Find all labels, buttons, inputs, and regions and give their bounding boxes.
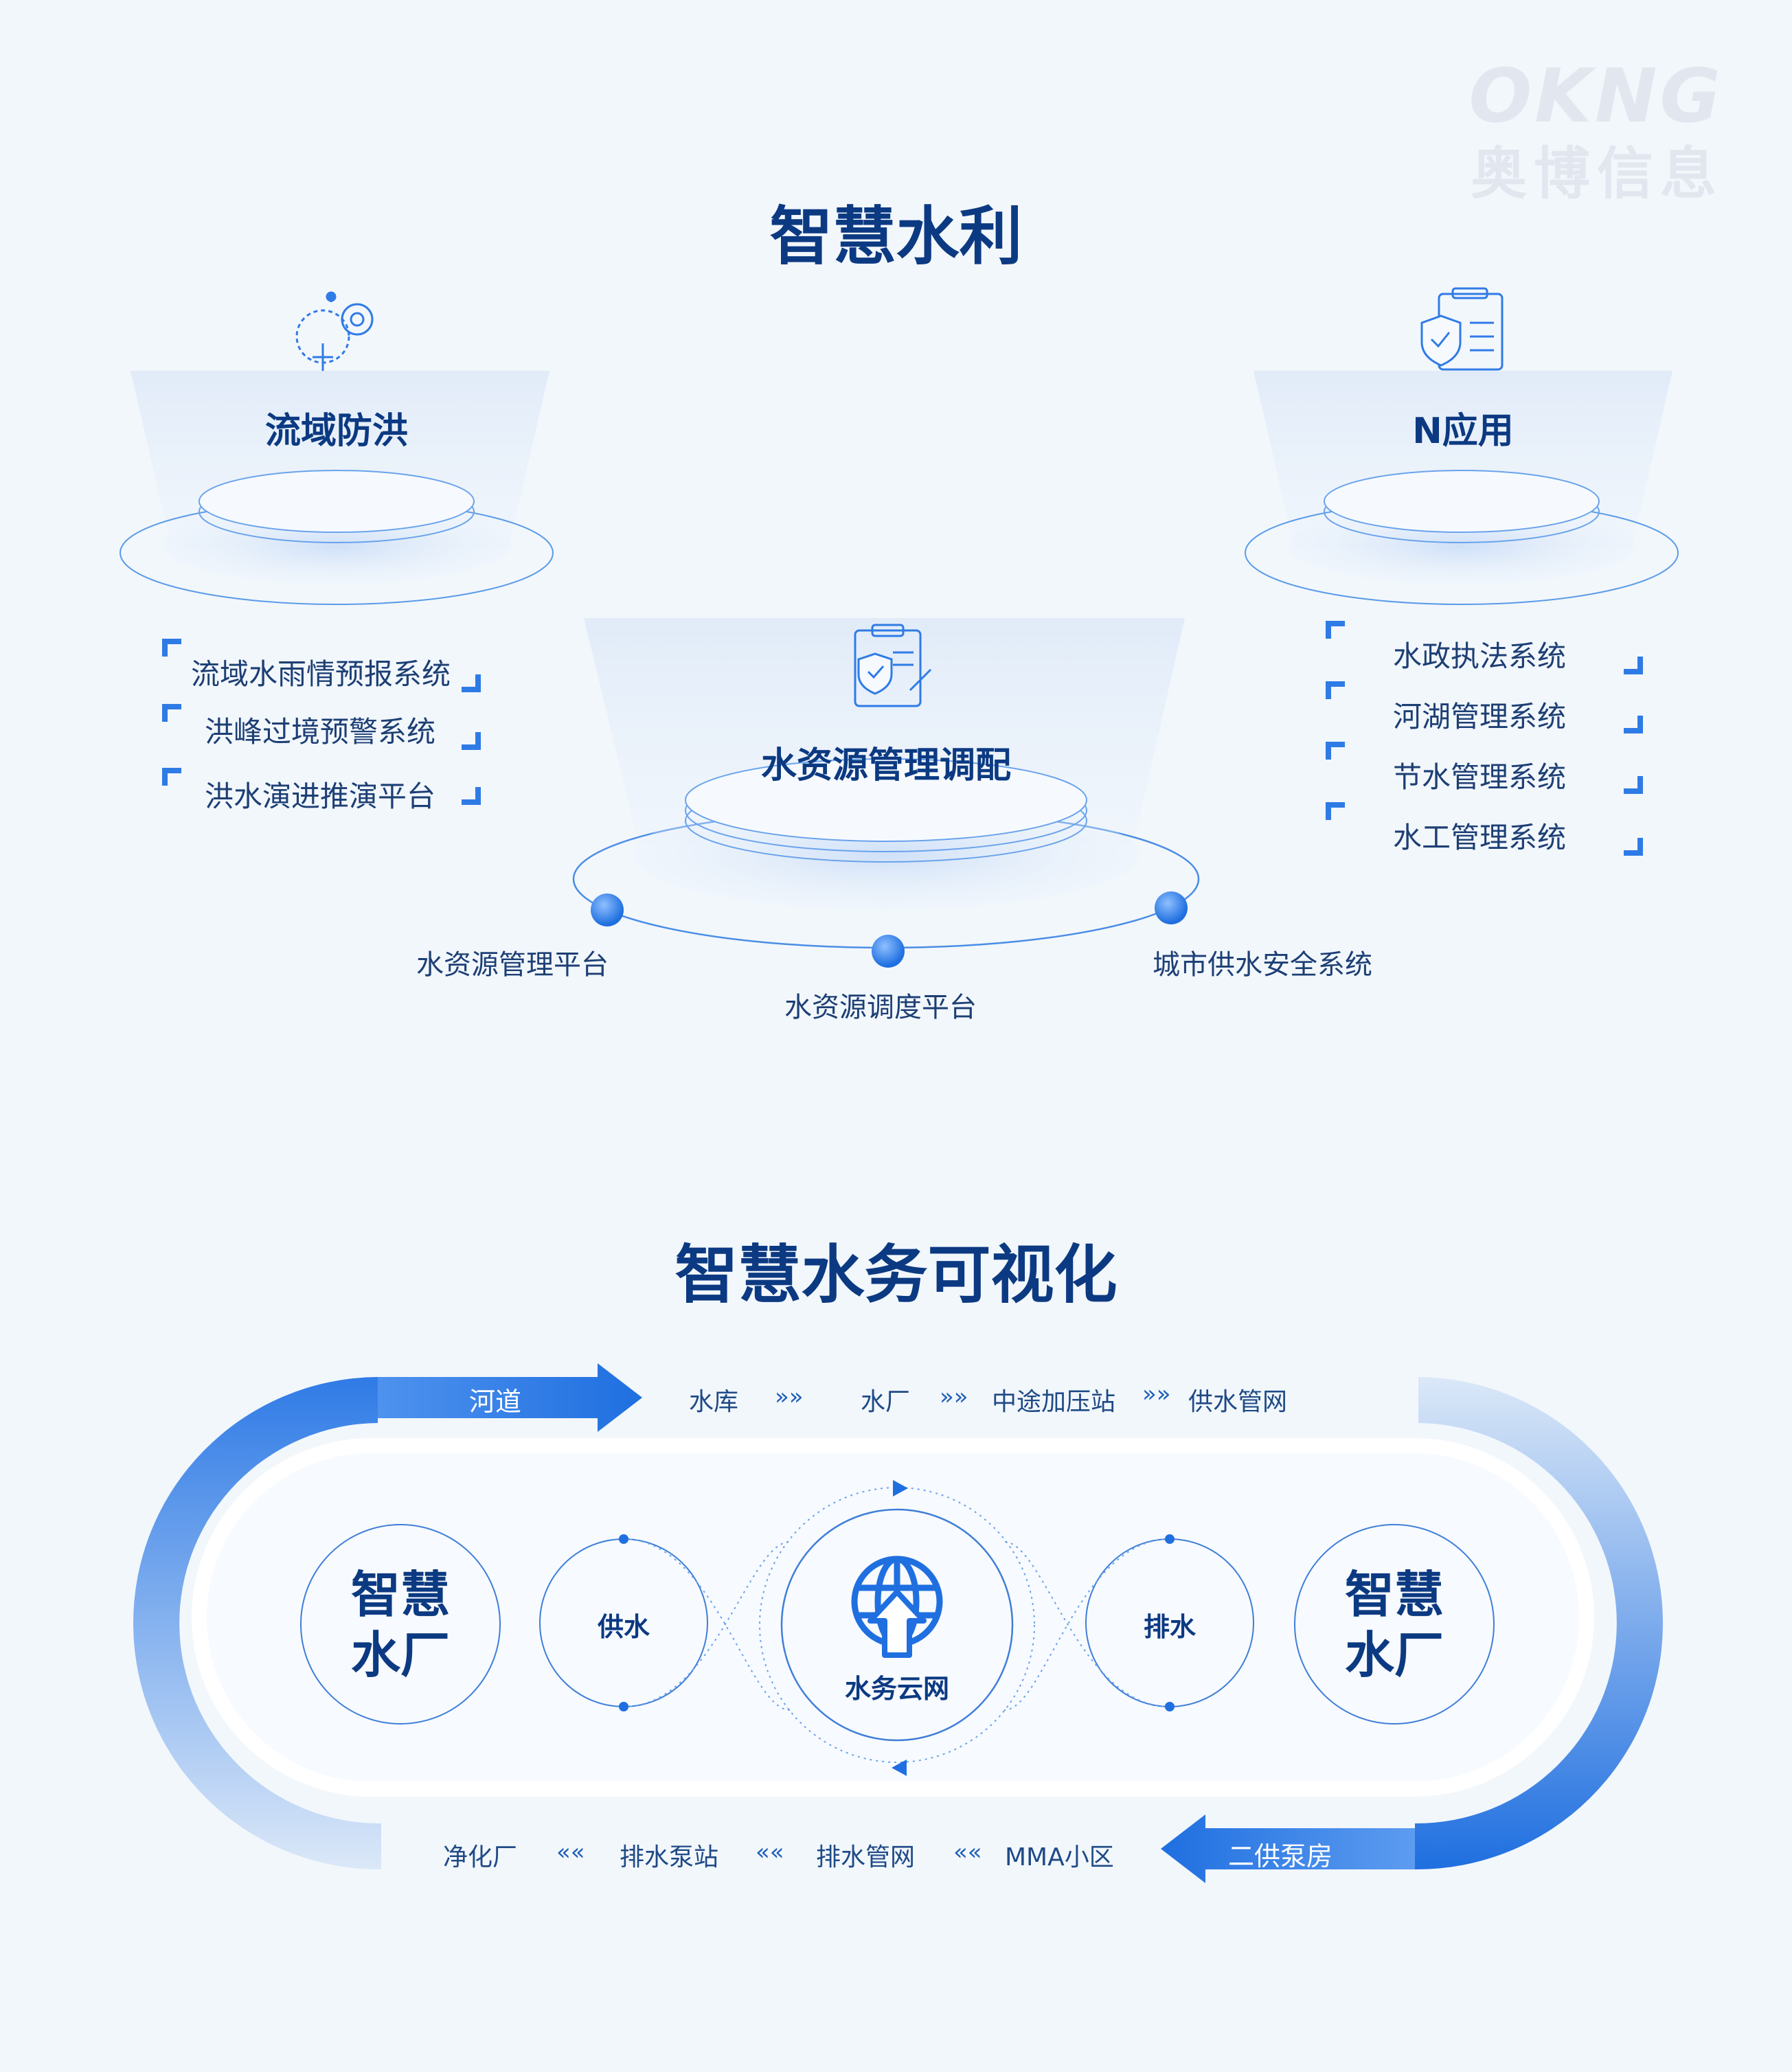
top-flow-item: 供水管网 — [1188, 1382, 1287, 1418]
drain-label: 排水 — [1128, 1606, 1211, 1643]
flow-chevron: «« — [756, 1838, 784, 1866]
cloud-label: 水务云网 — [815, 1667, 979, 1705]
flow-chevron: »» — [775, 1383, 804, 1411]
bottom-flow-item: 排水管网 — [816, 1837, 915, 1873]
top-arrow-label: 河道 — [469, 1380, 521, 1418]
top-flow-item: 中途加压站 — [992, 1382, 1115, 1418]
top-flow-item: 水厂 — [861, 1382, 910, 1418]
right-plant-label: 智慧 水厂 — [1326, 1564, 1463, 1685]
flow-chevron: «« — [953, 1838, 982, 1866]
bottom-arrow-label: 二供泵房 — [1228, 1835, 1332, 1873]
supply-label: 供水 — [582, 1606, 665, 1643]
bottom-flow-item: 排水泵站 — [620, 1837, 718, 1873]
flow-chevron: «« — [556, 1838, 585, 1866]
left-plant-label: 智慧 水厂 — [332, 1564, 469, 1685]
bottom-flow-item: MMA小区 — [1005, 1837, 1114, 1873]
flow-chevron: »» — [940, 1383, 968, 1411]
bottom-flow-item: 净化厂 — [443, 1837, 517, 1873]
flow-chevron: »» — [1142, 1380, 1171, 1408]
top-flow-item: 水库 — [689, 1382, 738, 1418]
